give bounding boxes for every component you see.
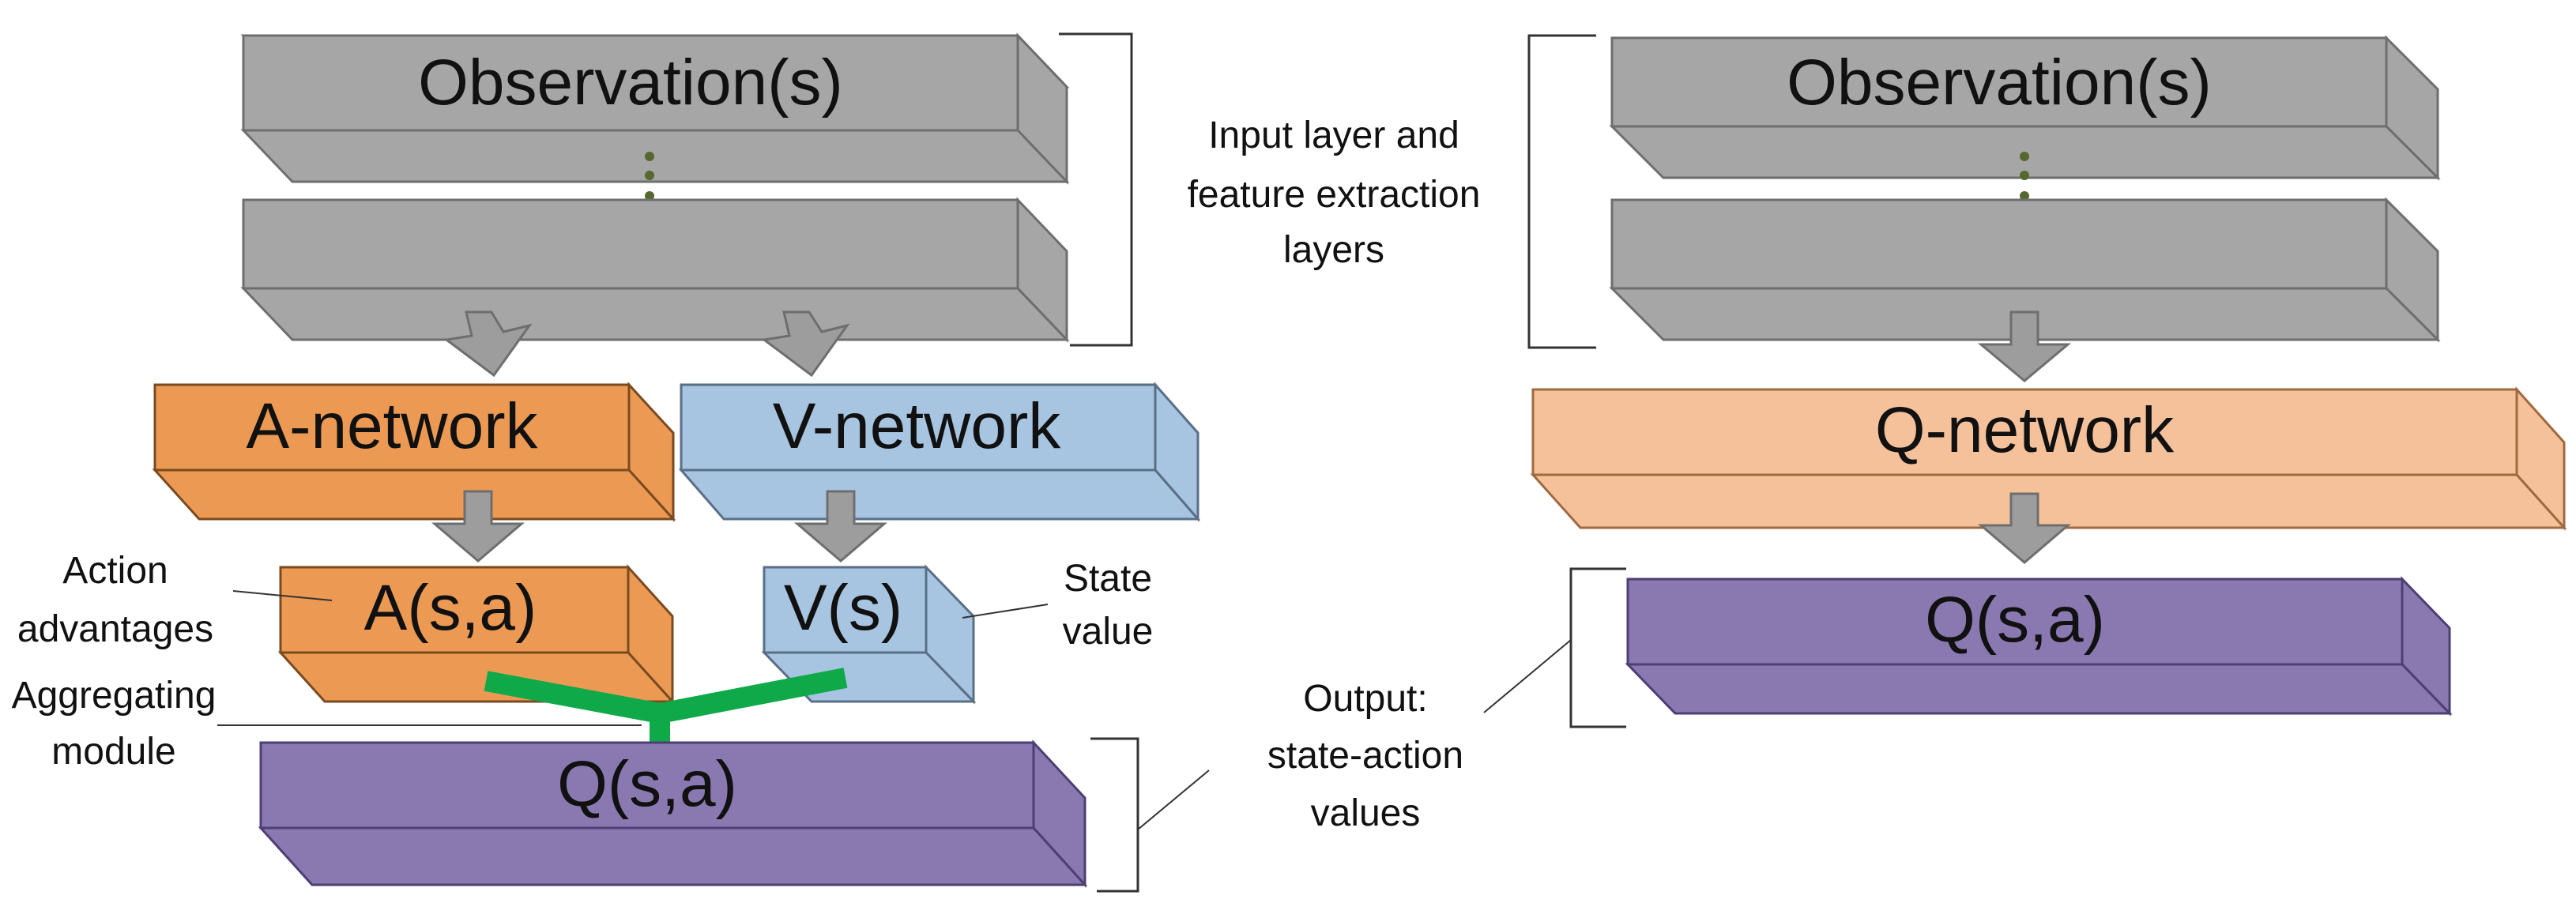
box-bottom (240, 287, 1070, 341)
q-output-label: Q(s,a) (557, 748, 737, 820)
box-face (242, 34, 1019, 132)
arrow-to-q-network (1977, 310, 2072, 382)
svg-text:module: module (51, 731, 175, 773)
box-bottom (258, 826, 1088, 886)
box-face (1610, 198, 2388, 290)
arrow-to-a-network (443, 310, 533, 378)
layer-ellipsis-dots (645, 152, 654, 201)
standard-feature-layer (1609, 197, 2441, 343)
observation-label-right: Observation(s) (1787, 47, 2212, 119)
svg-text:Output:: Output: (1303, 678, 1427, 720)
box-face (279, 566, 630, 654)
svg-text:value: value (1063, 611, 1154, 653)
svg-text:values: values (1311, 792, 1421, 834)
box-bottom (678, 468, 1201, 521)
box-bottom (152, 468, 676, 521)
arrow-to-v-output (793, 490, 888, 562)
svg-text:State: State (1064, 558, 1152, 600)
standard-observation-layer: Observation(s) (1609, 35, 2441, 181)
input-layers-note: Input layer and feature extraction layer… (1188, 115, 1481, 271)
v-output-label: V(s) (784, 572, 902, 644)
dueling-observation-layer: Observation(s) (240, 32, 1070, 185)
aggregating-module-connector (484, 668, 848, 747)
box-face (153, 383, 631, 472)
v-network-layer: V-network (678, 382, 1201, 523)
v-network-label: V-network (773, 390, 1062, 462)
svg-text:feature extraction: feature extraction (1188, 174, 1481, 216)
box-face (1626, 578, 2404, 666)
box-face (242, 198, 1019, 290)
svg-text:Input layer and: Input layer and (1208, 115, 1459, 156)
a-output-label: A(s,a) (364, 572, 537, 644)
box-bottom (240, 129, 1070, 183)
svg-text:state-action: state-action (1267, 735, 1463, 777)
arrow-to-v-network (761, 310, 850, 378)
box-bottom (1625, 663, 2453, 715)
box-face (1531, 388, 2518, 476)
svg-text:layers: layers (1283, 229, 1384, 271)
standard-q-output-label: Q(s,a) (1925, 584, 2105, 656)
layer-ellipsis-dots-right (2020, 152, 2029, 201)
dueling-q-output: Q(s,a) (258, 739, 1088, 888)
box-bottom (277, 651, 676, 703)
action-advantages-output: A(s,a) (277, 564, 676, 705)
box-face (1610, 36, 2388, 128)
action-advantages-note: Action advantages (17, 550, 333, 650)
q-network-label: Q-network (1875, 394, 2175, 466)
input-layers-bracket-right (1527, 34, 1596, 349)
box-bottom (1530, 473, 2567, 529)
a-network-layer: A-network (152, 382, 676, 522)
svg-text:Aggregating: Aggregating (12, 675, 217, 717)
observation-label: Observation(s) (418, 47, 843, 119)
state-value-note: State value (962, 558, 1153, 653)
q-network-layer: Q-network (1530, 386, 2567, 531)
a-network-label: A-network (246, 390, 538, 462)
arrow-to-a-output (431, 490, 525, 562)
standard-q-output: Q(s,a) (1625, 576, 2453, 717)
svg-text:Action: Action (62, 550, 168, 592)
input-layers-bracket (1059, 32, 1133, 347)
aggregating-module-note: Aggregating module (12, 675, 642, 773)
output-note: Output: state-action values (1267, 678, 1463, 834)
svg-text:advantages: advantages (17, 608, 213, 650)
output-bracket-left (1090, 737, 1210, 893)
box-face (763, 566, 928, 654)
arrow-to-standard-q-output (1977, 492, 2072, 564)
output-bracket-right (1483, 567, 1626, 728)
dueling-feature-layer (240, 197, 1070, 343)
box-face (680, 383, 1157, 472)
